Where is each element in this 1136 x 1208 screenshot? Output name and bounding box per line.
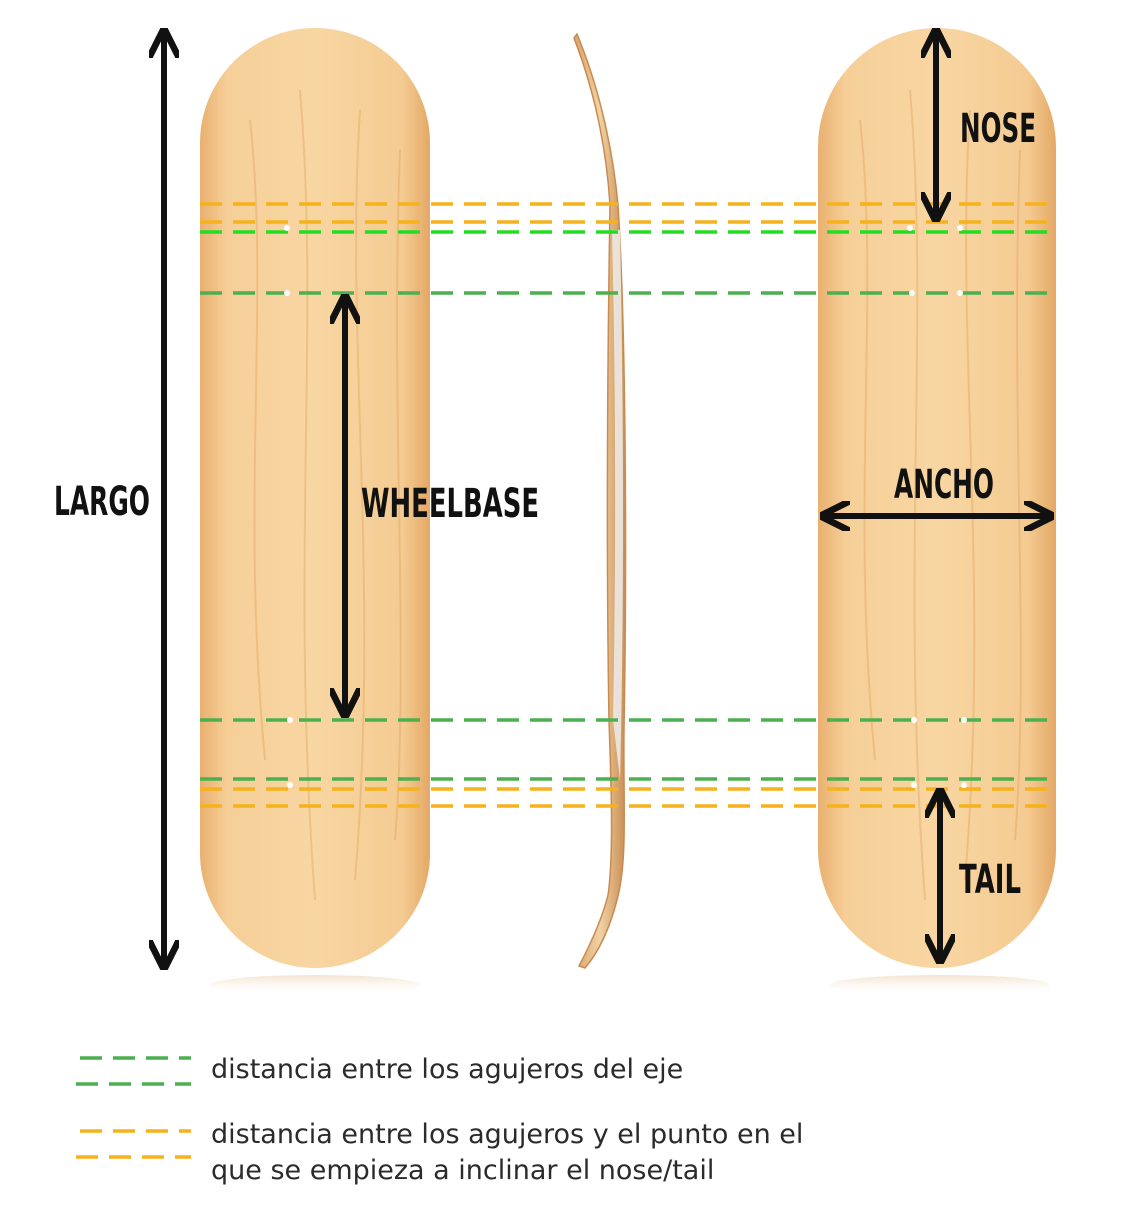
measure-arrows [164,34,1048,964]
orange-dashed-swatch [76,1129,191,1159]
tail-label: TAIL [959,857,1021,903]
ancho-label: ANCHO [894,462,994,508]
guide-lines [200,202,1056,808]
green-dashed-swatch [76,1056,191,1086]
wheelbase-label: WHEELBASE [361,481,539,527]
legend-text-green: distancia entre los agujeros del eje [211,1054,684,1085]
left-deck [200,28,430,995]
legend-item-green: distancia entre los agujeros del eje [76,1052,851,1092]
legend-text-orange: distancia entre los agujeros y el punto … [211,1119,804,1186]
skateboard-deck-diagram: LARGO WHEELBASE NOSE ANCHO TAIL [54,0,1056,995]
truck-holes [284,225,967,788]
largo-label: LARGO [54,479,150,525]
side-profile-deck [573,32,627,969]
nose-label: NOSE [960,106,1036,152]
legend-item-orange: distancia entre los agujeros y el punto … [76,1117,851,1189]
